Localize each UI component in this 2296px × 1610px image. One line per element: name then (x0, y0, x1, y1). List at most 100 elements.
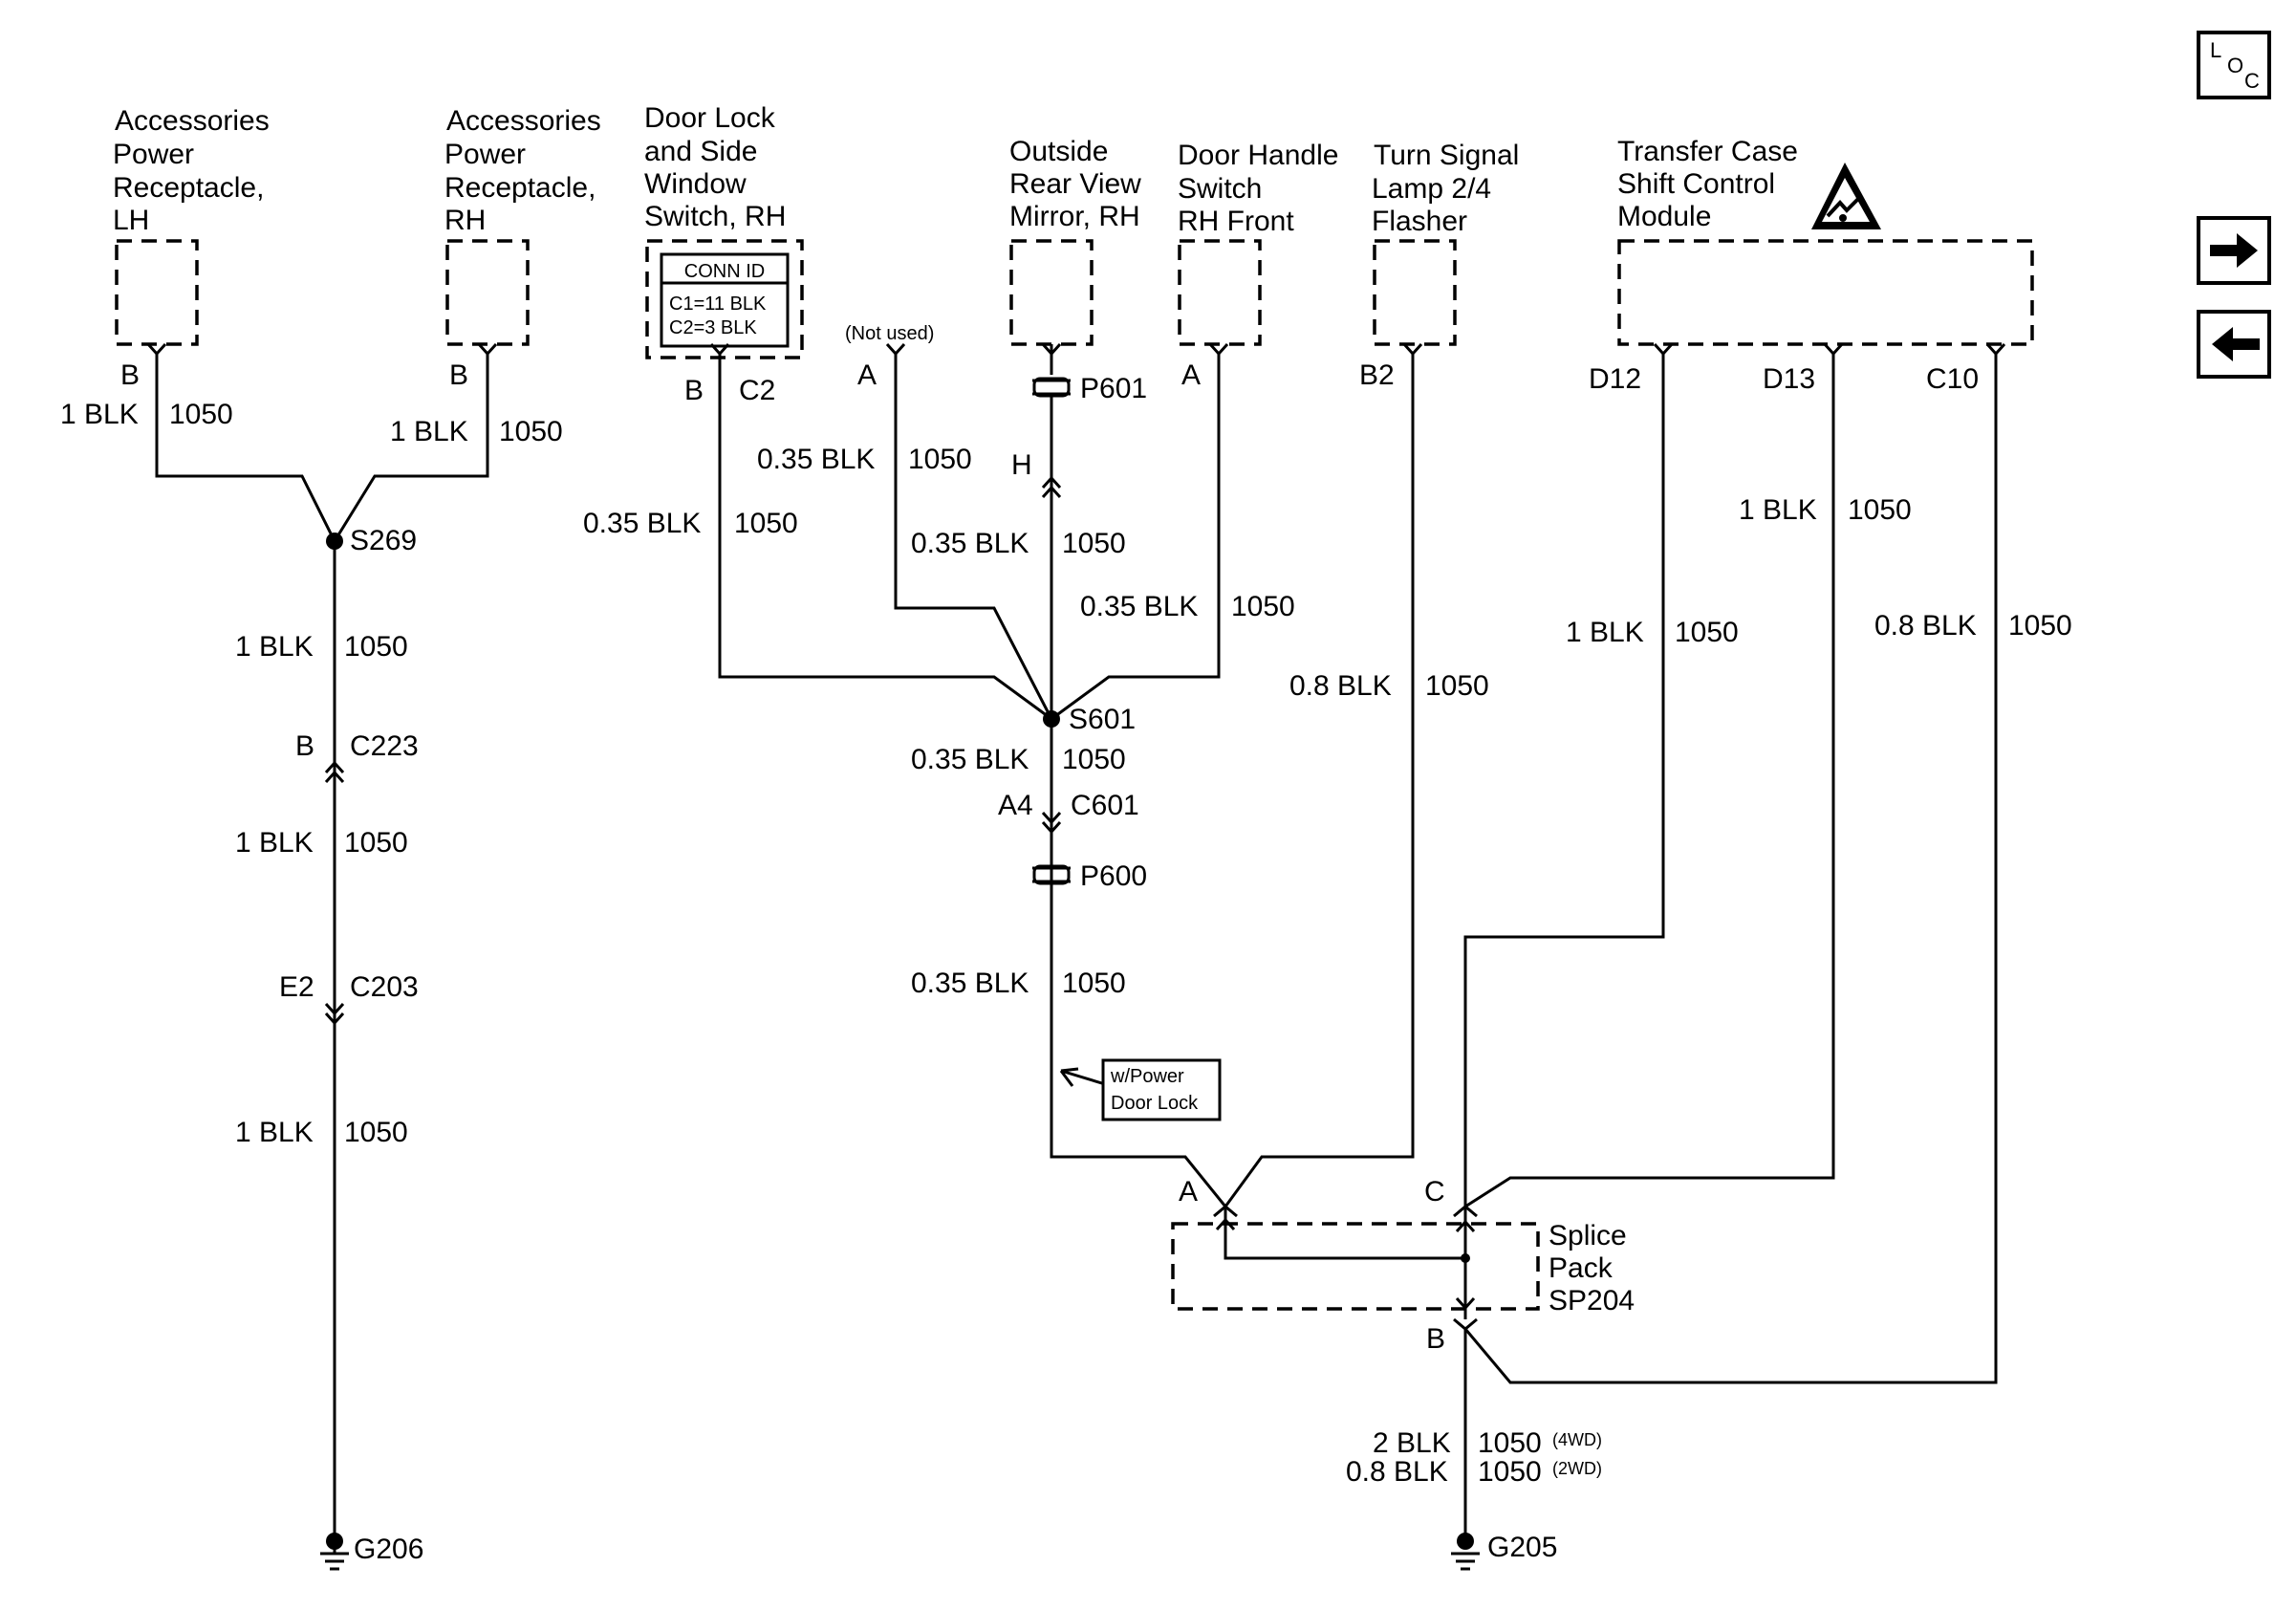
w12-circuit: 1050 (1425, 670, 1489, 702)
tccm-pin-d12: D12 (1589, 363, 1641, 395)
apr-lh-title-2: Power (113, 139, 194, 170)
note-line-2: Door Lock (1111, 1093, 1199, 1114)
c203-pin: E2 (279, 971, 314, 1003)
tccm-pin-c10: C10 (1926, 363, 1979, 395)
right-labels: 0.8 BLK 1050 1 BLK 1050 1 BLK 1050 0.8 B… (1289, 494, 2072, 702)
note-box (1101, 1058, 1222, 1121)
mirror-pin-a-label: A (857, 359, 877, 391)
apr-lh-title-4: LH (113, 205, 149, 236)
w8-gauge: 0.35 BLK (911, 528, 1029, 559)
door-handle-title-2: Switch (1178, 173, 1262, 205)
tccm-title-2: Shift Control (1617, 168, 1775, 200)
c223-label: C223 (350, 730, 419, 762)
w14-circuit: 1050 (1848, 494, 1912, 526)
turn-signal-title-3: Flasher (1372, 206, 1467, 237)
w3-circuit: 1050 (344, 631, 408, 663)
not-used-label: (Not used) (845, 323, 934, 344)
apr-rh-pin-label: B (449, 359, 468, 391)
sp204-pin-b: B (1426, 1323, 1445, 1355)
left-wiring (146, 342, 498, 1554)
apr-rh-component-box (445, 239, 530, 346)
arrow-left-icon (2212, 327, 2260, 361)
splice-s601-dot (1043, 710, 1060, 728)
w9-circuit: 1050 (1231, 591, 1295, 622)
c203-label: C203 (350, 971, 419, 1003)
arrow-right-icon (2210, 233, 2258, 268)
apr-rh-title-2: Power (444, 139, 526, 170)
w11-gauge: 0.35 BLK (911, 968, 1029, 999)
mirror-title-2: Rear View (1009, 168, 1141, 200)
component-accessories-power-receptacle-lh: Accessories Power Receptacle, LH B (113, 105, 270, 391)
tccm-title-1: Transfer Case (1617, 136, 1798, 167)
middle-wiring (709, 342, 1229, 1208)
c601-label: C601 (1071, 790, 1139, 821)
back-button[interactable] (2197, 310, 2271, 379)
p600-label: P600 (1080, 860, 1147, 892)
ground-4wd-gauge: 2 BLK (1373, 1427, 1451, 1459)
note-line-1: w/Power (1110, 1066, 1184, 1087)
right-wiring (1224, 342, 2006, 1549)
w3-gauge: 1 BLK (235, 631, 314, 663)
w10-circuit: 1050 (1062, 744, 1126, 775)
door-lock-title-2: and Side (644, 136, 757, 167)
g205-label: G205 (1487, 1532, 1557, 1563)
ground-2wd-note: (2WD) (1552, 1459, 1602, 1478)
middle-labels: 0.35 BLK 1050 0.35 BLK 1050 0.35 BLK 105… (583, 444, 1295, 999)
tccm-component-box (1617, 239, 2034, 346)
component-door-lock-switch: Door Lock and Side Window Switch, RH CON… (644, 102, 804, 406)
w14-gauge: 1 BLK (1739, 494, 1817, 526)
mirror-title-1: Outside (1009, 136, 1108, 167)
tccm-pin-d13: D13 (1763, 363, 1815, 395)
location-button[interactable]: L O C (2197, 31, 2271, 99)
mirror-pin-h-label: H (1011, 449, 1032, 481)
w2-circuit: 1050 (499, 416, 563, 447)
w7-gauge: 0.35 BLK (757, 444, 875, 475)
component-turn-signal-flasher: Turn Signal Lamp 2/4 Flasher B2 (1359, 140, 1519, 391)
w10-gauge: 0.35 BLK (911, 744, 1029, 775)
loc-l: L (2210, 38, 2221, 62)
ground-g206: G206 (320, 1533, 423, 1571)
c601-pin: A4 (998, 790, 1033, 821)
splice-pack-box (1171, 1222, 1540, 1311)
component-outside-mirror-rh: Outside Rear View Mirror, RH (Not used) … (845, 136, 1147, 481)
w11-circuit: 1050 (1062, 968, 1126, 999)
w1-gauge: 1 BLK (60, 399, 139, 430)
c223-pin: B (295, 730, 314, 762)
w7-circuit: 1050 (908, 444, 972, 475)
turn-signal-component-box (1373, 239, 1457, 346)
g206-label: G206 (354, 1534, 423, 1565)
w12-gauge: 0.8 BLK (1289, 670, 1392, 702)
mirror-component-box (1009, 239, 1094, 346)
loc-c: C (2244, 69, 2260, 93)
ground-g205-wire-labels: 2 BLK 1050 (4WD) 0.8 BLK 1050 (2WD) (1346, 1427, 1602, 1488)
turn-signal-pin-label: B2 (1359, 359, 1395, 391)
ground-2wd-circuit: 1050 (1478, 1456, 1542, 1488)
conn-id-table (660, 252, 790, 348)
door-handle-component-box (1178, 239, 1262, 346)
turn-signal-title-2: Lamp 2/4 (1372, 173, 1491, 205)
sp204-title-2: Pack (1549, 1252, 1614, 1284)
door-handle-pin-label: A (1181, 359, 1201, 391)
ground-4wd-circuit: 1050 (1478, 1427, 1542, 1459)
conn-id-header: CONN ID (684, 261, 765, 282)
door-lock-pin-label: B (684, 375, 704, 406)
w2-gauge: 1 BLK (390, 416, 468, 447)
conn-id-row-c1: C1=11 BLK (669, 294, 767, 315)
w15-circuit: 1050 (2008, 610, 2072, 642)
s601-label: S601 (1069, 704, 1136, 735)
w4-circuit: 1050 (344, 827, 408, 859)
apr-lh-component-box (115, 239, 199, 346)
sp204-title-1: Splice (1549, 1220, 1627, 1251)
loc-o: O (2227, 54, 2243, 77)
forward-button[interactable] (2197, 216, 2271, 285)
apr-lh-title-1: Accessories (115, 105, 270, 137)
sp204-pin-c: C (1424, 1176, 1445, 1208)
apr-rh-title-3: Receptacle, (444, 172, 596, 204)
conn-id-row-c2: C2=3 BLK (669, 317, 757, 338)
component-accessories-power-receptacle-rh: Accessories Power Receptacle, RH B (444, 105, 601, 391)
door-lock-component-box (645, 239, 804, 359)
door-lock-title-3: Window (644, 168, 747, 200)
mirror-title-3: Mirror, RH (1009, 201, 1140, 232)
door-lock-title-4: Switch, RH (644, 201, 786, 232)
